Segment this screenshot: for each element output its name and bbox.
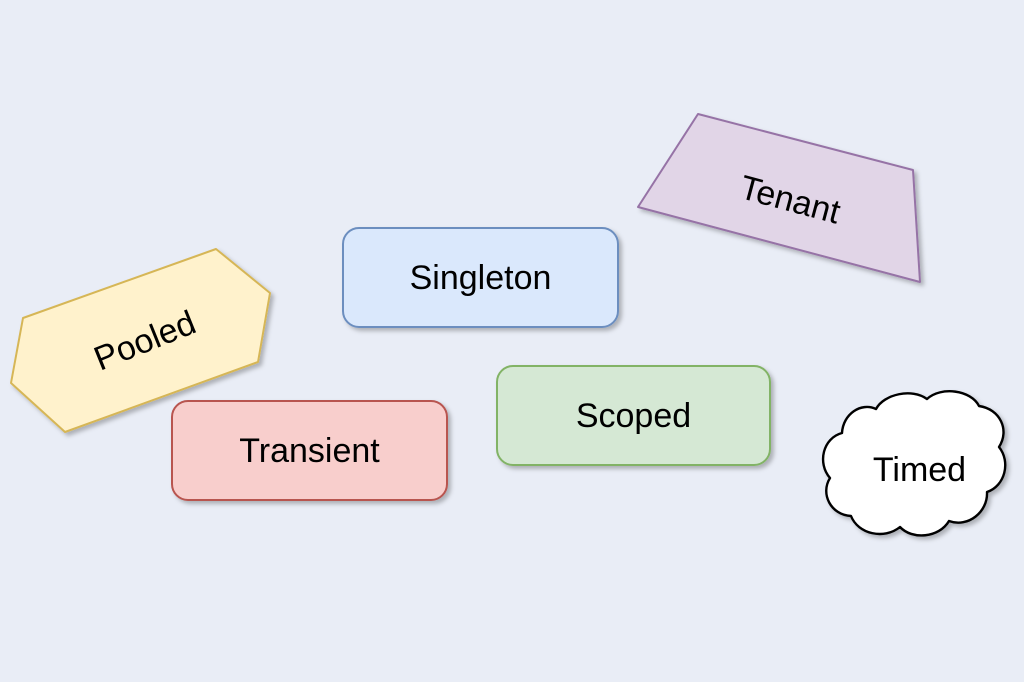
shape-scoped[interactable] <box>496 365 771 466</box>
shape-label-singleton: Singleton <box>409 258 552 297</box>
shape-timed[interactable] <box>821 390 1007 537</box>
shape-label-transient: Transient <box>239 431 380 470</box>
shape-transient[interactable] <box>171 400 448 501</box>
shape-singleton[interactable] <box>342 227 619 328</box>
shape-label-timed: Timed <box>872 451 967 489</box>
shape-label-scoped: Scoped <box>575 396 692 435</box>
shape-pooled[interactable] <box>10 248 271 433</box>
shape-tenant[interactable] <box>637 113 921 283</box>
